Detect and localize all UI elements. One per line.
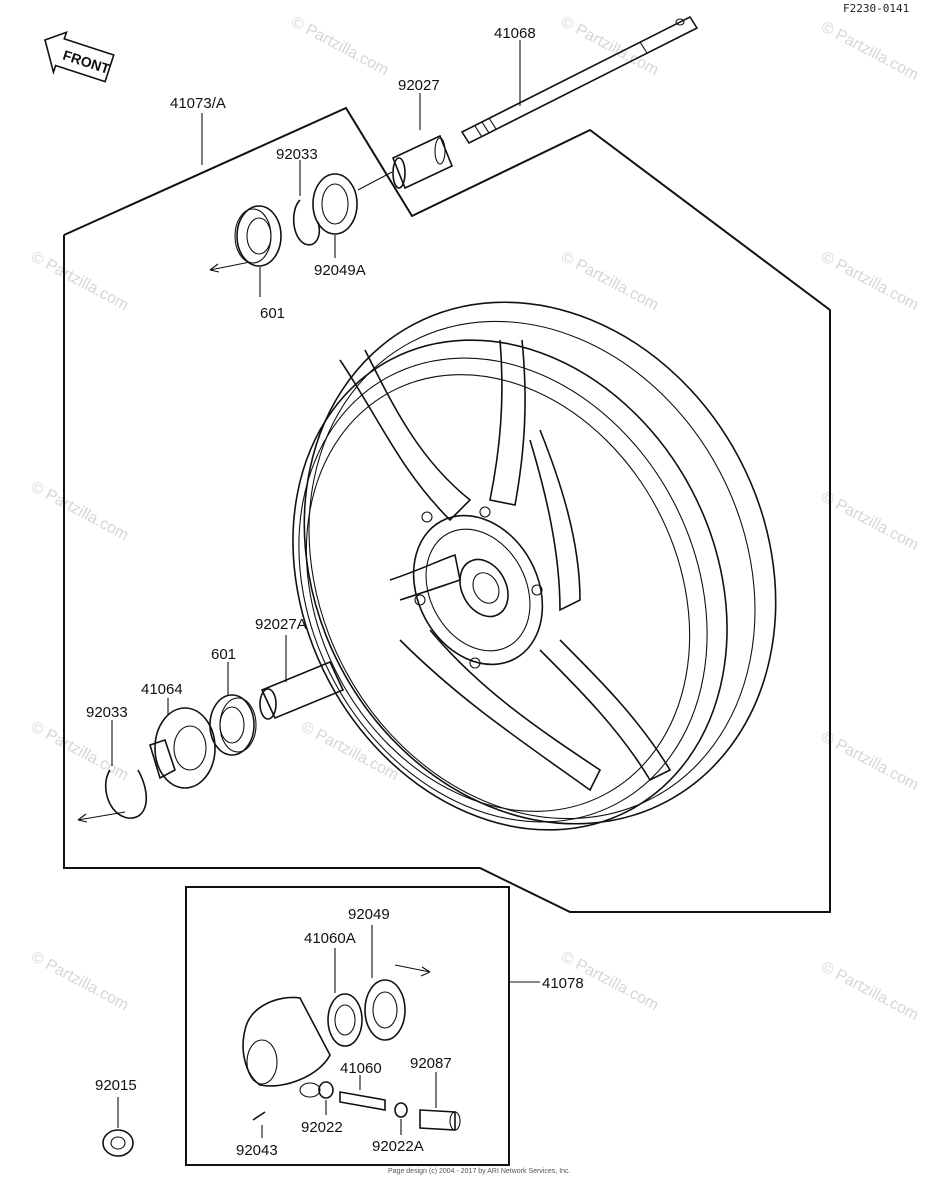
diagram-code: F2230-0141 (843, 2, 909, 15)
label-41073A[interactable]: 41073/A (170, 95, 226, 112)
pinion-41060 (339, 1075, 386, 1111)
front-arrow-shape (44, 30, 115, 83)
bearing-601-mid (209, 662, 257, 756)
label-92049A[interactable]: 92049A (314, 262, 366, 279)
seal-92049 (364, 925, 431, 1041)
watermark: © Partzilla.com (558, 249, 661, 315)
collar-92027A (259, 635, 345, 720)
washer-92022 (318, 1081, 334, 1115)
watermark: © Partzilla.com (28, 949, 131, 1015)
watermark: © Partzilla.com (28, 719, 131, 785)
watermark: © Partzilla.com (818, 249, 921, 315)
watermark: © Partzilla.com (818, 729, 921, 795)
label-92043[interactable]: 92043 (236, 1142, 278, 1159)
label-92022[interactable]: 92022 (301, 1119, 343, 1136)
wheel-rim (292, 301, 777, 831)
watermark: © Partzilla.com (558, 14, 661, 80)
speedometer-drive-41064 (149, 698, 216, 789)
watermark: © Partzilla.com (28, 479, 131, 545)
label-92015[interactable]: 92015 (95, 1077, 137, 1094)
label-92033-top[interactable]: 92033 (276, 146, 318, 163)
label-41064[interactable]: 41064 (141, 681, 183, 698)
front-arrow: FRONT (44, 30, 115, 83)
nut-92015 (102, 1097, 134, 1157)
label-41068[interactable]: 41068 (494, 25, 536, 42)
label-601-mid[interactable]: 601 (211, 646, 236, 663)
axle-41068 (460, 15, 699, 145)
assembly-boundary-41073 (63, 106, 831, 913)
pin-92043 (252, 1111, 266, 1138)
watermark: © Partzilla.com (28, 249, 131, 315)
wheel-hub (412, 506, 544, 669)
bushing-92087 (419, 1072, 461, 1131)
label-92022A[interactable]: 92022A (372, 1138, 424, 1155)
label-92027[interactable]: 92027 (398, 77, 440, 94)
bearing-601-top (209, 205, 282, 297)
gear-housing (242, 996, 331, 1098)
label-41060A[interactable]: 41060A (304, 930, 356, 947)
label-92087[interactable]: 92087 (410, 1055, 452, 1072)
footer-copyright: Page design (c) 2004 - 2017 by ARI Netwo… (388, 1168, 571, 1175)
circlip-92033-top (292, 160, 321, 246)
label-92049[interactable]: 92049 (348, 906, 390, 923)
watermark: © Partzilla.com (288, 14, 391, 80)
assembly-box-41078 (185, 886, 510, 1166)
washer-92022A (394, 1102, 408, 1135)
label-601-top[interactable]: 601 (260, 305, 285, 322)
spacer-92027 (391, 93, 454, 190)
circlip-92033-bot (77, 720, 147, 823)
watermark: © Partzilla.com (818, 19, 921, 85)
label-41060[interactable]: 41060 (340, 1060, 382, 1077)
seal-92049A (312, 171, 393, 258)
label-92033-bot[interactable]: 92033 (86, 704, 128, 721)
watermark: © Partzilla.com (818, 489, 921, 555)
watermarks: © Partzilla.com © Partzilla.com © Partzi… (28, 14, 921, 1025)
label-41078[interactable]: 41078 (542, 975, 584, 992)
label-92027A[interactable]: 92027A (255, 616, 307, 633)
gear-41060A (327, 948, 363, 1047)
watermark: © Partzilla.com (818, 959, 921, 1025)
